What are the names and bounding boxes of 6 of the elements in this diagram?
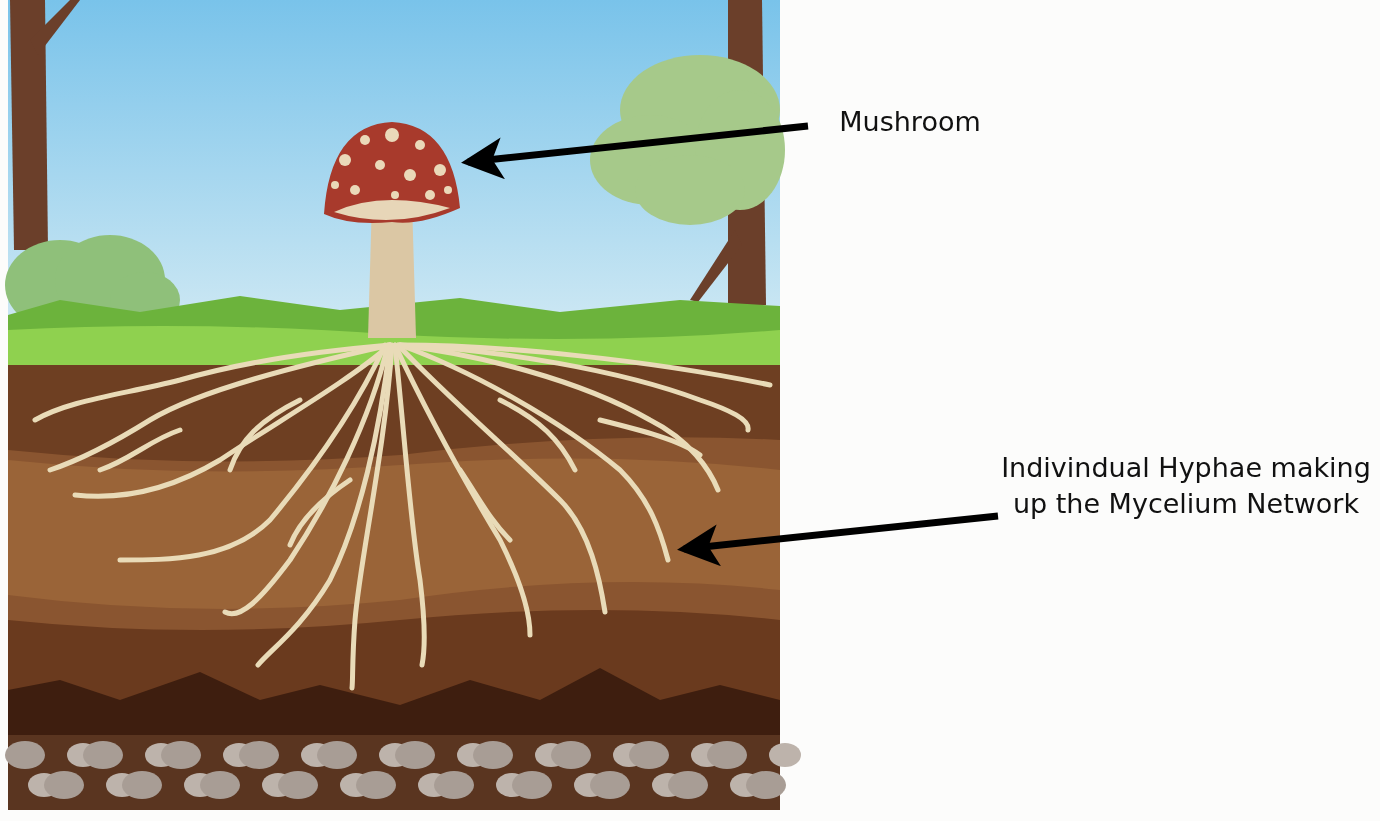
callout-label: Indivindual Hyphae making up the Mycelium Network (1000, 450, 1372, 522)
leader-line (677, 512, 999, 567)
hyphae-network-drawing (32, 342, 773, 691)
callout-label: Mushroom (810, 104, 1010, 140)
mushroom-drawing (324, 122, 460, 338)
leader-line (461, 122, 809, 180)
